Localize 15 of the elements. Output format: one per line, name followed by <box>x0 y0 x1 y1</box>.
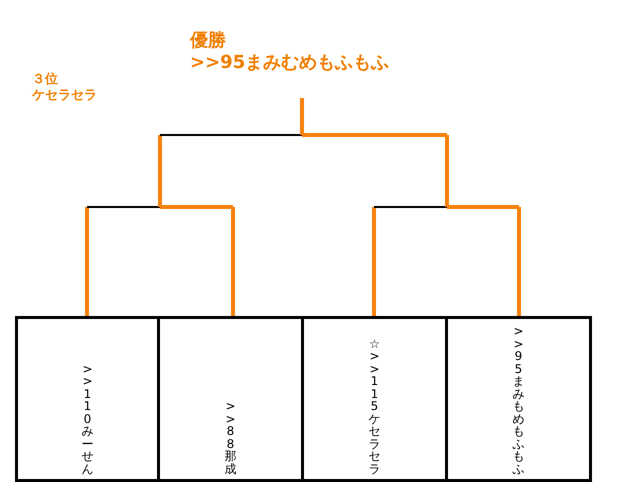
bracket-line <box>158 134 302 207</box>
result-heading: 優勝 <box>190 30 227 52</box>
note-text: ３位 <box>32 72 59 88</box>
bracket-line <box>447 205 521 316</box>
bracket-line <box>160 205 235 316</box>
entry-box: >>88那成 <box>157 316 304 482</box>
entry-box: ☆>>115ケセラセラ <box>301 316 448 482</box>
bracket-line <box>372 206 447 316</box>
bracket-line <box>302 133 449 207</box>
entry-box: >>110みーせん <box>15 316 160 482</box>
winner-name: >>95まみむめもふもふ <box>190 52 390 74</box>
entry-box: >>95まみもめもふもふ <box>445 316 592 482</box>
bracket-line <box>85 206 160 316</box>
note-text: ケセラセラ <box>32 88 97 104</box>
bracket-line <box>300 98 304 135</box>
